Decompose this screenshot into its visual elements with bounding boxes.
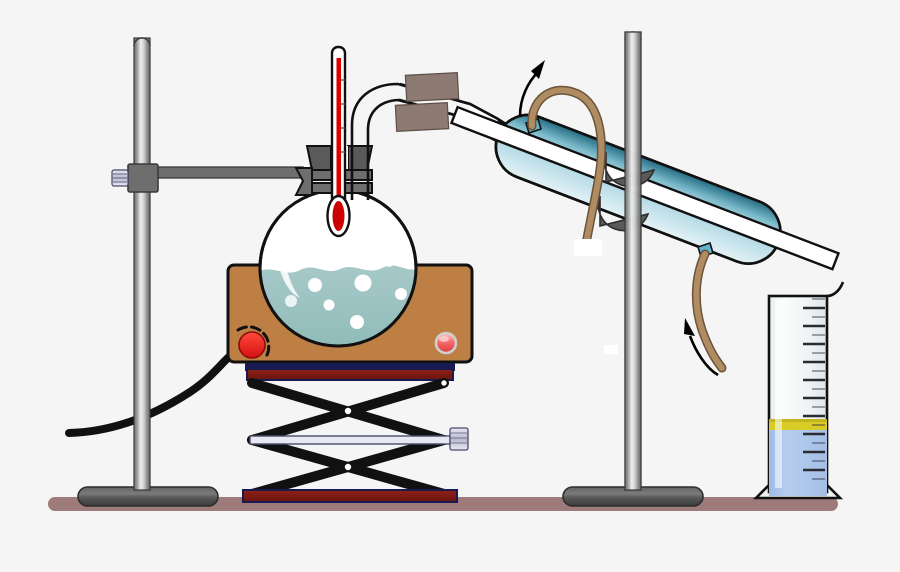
outlet-arrow [518,60,545,117]
cylinder-graduations [803,298,825,480]
jack-adjust-screw[interactable] [249,427,469,451]
clamp-left-screw[interactable] [111,169,129,187]
artwork-masks [604,345,618,354]
jack-top-spacer [245,363,455,371]
tube-clip-upper[interactable] [404,72,460,102]
inlet-arrow [684,318,719,377]
power-cord [65,339,258,437]
left-retort-stand [77,37,219,507]
hot-plate-knob[interactable] [236,325,271,359]
lab-jack[interactable] [242,363,469,503]
thermometer [326,45,351,238]
clamp-left[interactable] [111,163,304,193]
boiling-flask [258,188,418,348]
jack-top-platform [246,368,454,381]
liebig-condenser [449,105,841,271]
condenser-inner-tube [449,105,841,271]
hot-plate-indicator-light [434,331,458,355]
tube-clip-lower[interactable] [394,102,450,132]
graduated-cylinder [752,281,845,500]
water-inlet-tube [691,241,727,373]
thermometer-scale [341,79,345,153]
tube-clips[interactable] [394,72,460,132]
condenser-clamp[interactable] [597,31,656,491]
flask-bubbles [285,257,407,329]
water-outlet-tube [525,85,606,256]
jack-bottom-platform [242,489,458,503]
